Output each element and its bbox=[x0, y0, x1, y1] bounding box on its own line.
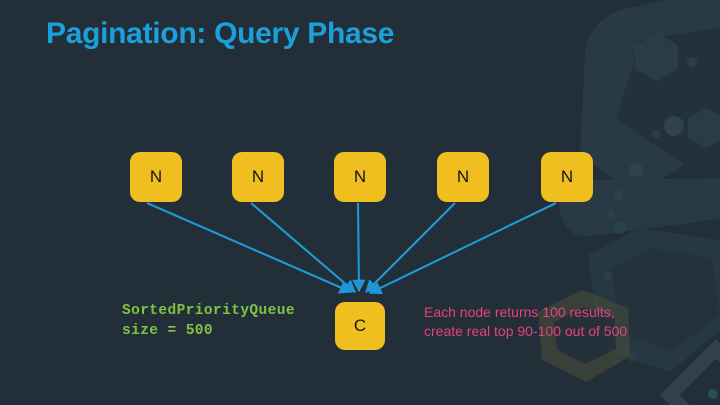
results-annotation: Each node returns 100 results, create re… bbox=[424, 303, 627, 341]
shard-node-label: N bbox=[353, 167, 367, 186]
edge-node5-to-coordinator bbox=[368, 202, 557, 295]
edge-node4-to-coordinator bbox=[365, 202, 456, 293]
slide-title: Pagination: Query Phase bbox=[46, 17, 395, 50]
coordinator-node[interactable]: C bbox=[335, 302, 385, 350]
edge-node3-to-coordinator bbox=[352, 202, 366, 293]
results-annotation-line-1: Each node returns 100 results, bbox=[424, 304, 615, 320]
edge-node1-to-coordinator bbox=[146, 202, 353, 294]
queue-annotation-line-1: SortedPriorityQueue bbox=[122, 303, 295, 319]
shard-node-label: N bbox=[456, 167, 470, 186]
shard-node-4[interactable]: N bbox=[437, 152, 489, 202]
shard-node-1[interactable]: N bbox=[130, 152, 182, 202]
shard-node-3[interactable]: N bbox=[334, 152, 386, 202]
shard-node-label: N bbox=[560, 167, 574, 186]
results-annotation-line-2: create real top 90-100 out of 500 bbox=[424, 323, 628, 339]
queue-annotation-line-2: size = 500 bbox=[122, 323, 214, 339]
shard-node-5[interactable]: N bbox=[541, 152, 593, 202]
shard-node-label: N bbox=[251, 167, 265, 186]
shard-node-label: N bbox=[149, 167, 163, 186]
sorted-priority-queue-annotation: SortedPriorityQueue size = 500 bbox=[122, 301, 295, 341]
coordinator-node-label: C bbox=[353, 316, 367, 335]
shard-node-2[interactable]: N bbox=[232, 152, 284, 202]
edge-node2-to-coordinator bbox=[250, 202, 356, 293]
